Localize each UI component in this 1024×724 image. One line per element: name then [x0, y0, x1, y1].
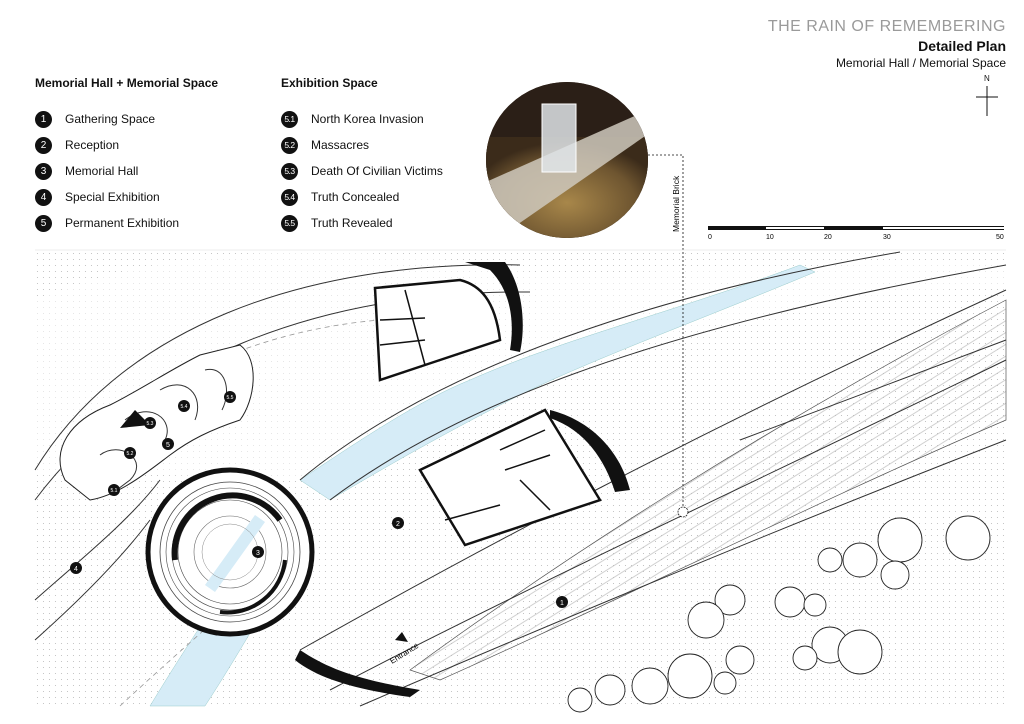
legend-heading: Exhibition Space: [281, 76, 378, 90]
legend-number: 5.4: [281, 188, 298, 206]
legend-item: 5.4 Truth Concealed: [281, 184, 443, 210]
plan-marker-5: 5: [162, 438, 174, 450]
plan-subtitle: Memorial Hall / Memorial Space: [835, 56, 1006, 70]
legend-number: 2: [35, 136, 52, 154]
plan-marker-5-4: 5.4: [178, 400, 190, 412]
scale-bar: 0 10 20 30 50: [708, 226, 1004, 244]
legend-label: Permanent Exhibition: [65, 216, 180, 230]
legend-label: Truth Revealed: [311, 216, 393, 230]
legend-item: 5.3 Death Of Civilian Victims: [281, 158, 443, 184]
svg-text:5.1: 5.1: [111, 488, 118, 494]
legend-label: Massacres: [311, 138, 370, 152]
plan-marker-2: 2: [392, 517, 404, 529]
project-name: THE RAIN OF REMEMBERING: [767, 18, 1006, 35]
legend-label: Memorial Hall: [65, 164, 139, 178]
legend-item: 2 Reception: [35, 132, 218, 158]
legend-number: 5: [35, 214, 52, 232]
legend-label: Gathering Space: [65, 112, 156, 126]
legend-item: 1 Gathering Space: [35, 106, 218, 132]
legend-label: Special Exhibition: [65, 190, 160, 204]
legend-exhibition-space: Exhibition Space 5.1 North Korea Invasion…: [281, 76, 443, 236]
legend-label: Truth Concealed: [311, 190, 400, 204]
legend-label: Death Of Civilian Victims: [311, 164, 443, 178]
legend-item: 3 Memorial Hall: [35, 158, 218, 184]
scale-tick: 50: [996, 234, 1004, 241]
legend-number: 4: [35, 188, 52, 206]
svg-text:5.3: 5.3: [147, 421, 154, 427]
svg-text:5.4: 5.4: [181, 404, 188, 410]
svg-text:5.2: 5.2: [127, 451, 134, 457]
plan-marker-4: 4: [70, 562, 82, 574]
plan-title: Detailed Plan: [918, 38, 1006, 54]
scale-tick: 20: [824, 234, 832, 241]
legend-number: 5.2: [281, 136, 298, 154]
legend-memorial-hall: Memorial Hall + Memorial Space 1 Gatherin…: [35, 76, 218, 236]
legend-item: 5.1 North Korea Invasion: [281, 106, 443, 132]
legend-label: Reception: [65, 138, 120, 152]
legend-item: 5.5 Truth Revealed: [281, 210, 443, 236]
scale-tick: 10: [766, 234, 774, 241]
plan-marker-5-2: 5.2: [124, 447, 136, 459]
plan-marker-5-3: 5.3: [144, 417, 156, 429]
north-label: N: [984, 74, 990, 83]
scale-tick: 0: [708, 234, 712, 241]
legend-number: 3: [35, 162, 52, 180]
svg-text:1: 1: [560, 600, 564, 607]
svg-text:2: 2: [396, 521, 400, 528]
svg-text:4: 4: [74, 566, 78, 573]
svg-text:3: 3: [256, 550, 260, 557]
memorial-brick-callout: Memorial Brick: [671, 175, 681, 232]
title-block: THE RAIN OF REMEMBERING Detailed Plan Me…: [768, 18, 1006, 70]
plan-marker-5-1: 5.1: [108, 484, 120, 496]
legend-item: 5 Permanent Exhibition: [35, 210, 218, 236]
plan-marker-5-5: 5.5: [224, 391, 236, 403]
legend-item: 4 Special Exhibition: [35, 184, 218, 210]
svg-text:5.5: 5.5: [227, 395, 234, 401]
legend-number: 1: [35, 110, 52, 128]
legend-number: 5.5: [281, 214, 298, 232]
legend-heading: Memorial Hall + Memorial Space: [35, 76, 219, 90]
plan-marker-3: 3: [252, 546, 264, 558]
plan-marker-1: 1: [556, 596, 568, 608]
legend-number: 5.1: [281, 110, 298, 128]
legend-label: North Korea Invasion: [311, 112, 424, 126]
legend-item: 5.2 Massacres: [281, 132, 443, 158]
svg-text:5: 5: [166, 442, 170, 449]
legend-number: 5.3: [281, 162, 298, 180]
scale-tick: 30: [883, 234, 891, 241]
north-arrow-icon: N: [972, 74, 1002, 118]
